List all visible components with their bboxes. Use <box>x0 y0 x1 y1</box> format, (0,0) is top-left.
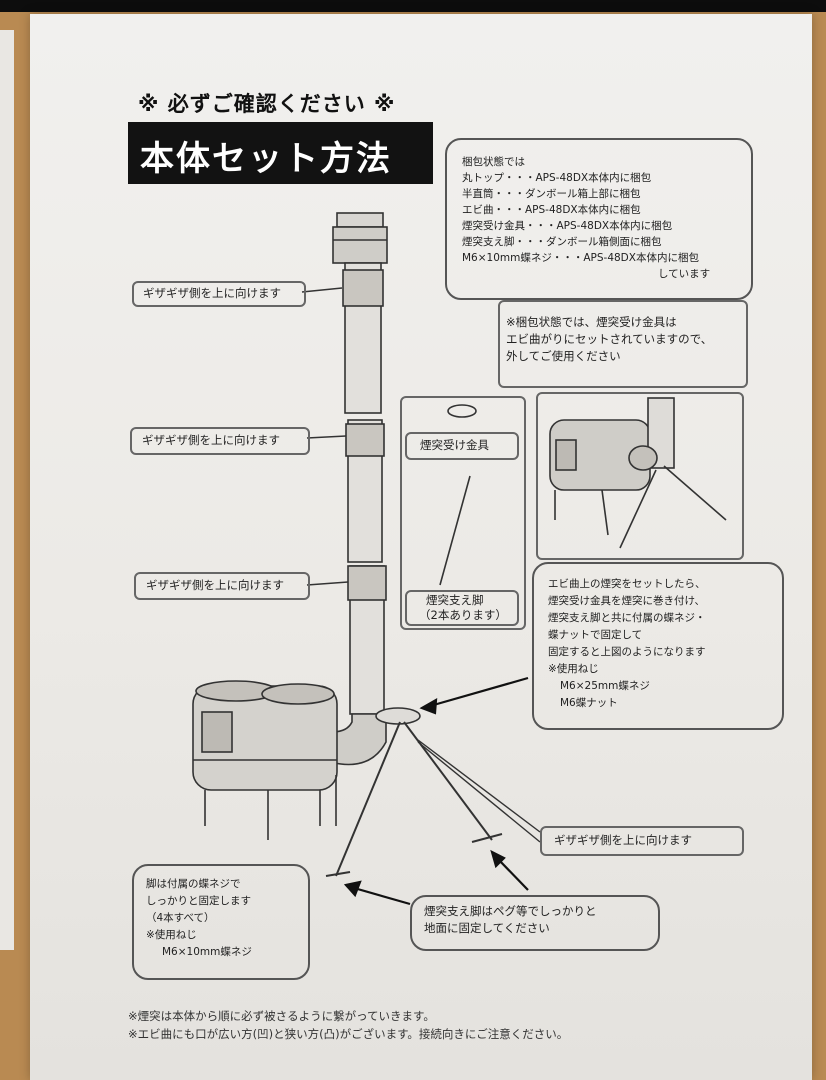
assembled-photo-panel <box>536 392 744 560</box>
legs-note-box <box>132 864 310 980</box>
jagged-callout-1-box <box>132 281 306 307</box>
packing-note-text: 梱包状態では 丸トップ・・・APS-48DX本体内に梱包 半直筒・・・ダンボール… <box>462 154 710 282</box>
packing-note-box <box>445 138 753 300</box>
receiver-ring-art <box>447 404 477 418</box>
setup-line: 煙突支え脚と共に付属の蝶ネジ・ <box>548 612 706 624</box>
jagged-callout-4-box <box>540 826 744 856</box>
receiver-label-box <box>405 432 519 460</box>
assembled-mini-stove <box>549 397 727 549</box>
packing-line: しています <box>658 268 711 280</box>
setup-line: 固定すると上図のようになります <box>548 646 706 658</box>
stove-body <box>192 680 338 840</box>
chimney-top-cap <box>332 212 388 264</box>
packing-note2-box <box>498 300 748 388</box>
adjacent-sheet-edge <box>0 30 14 950</box>
leg-count: （2本あります） <box>419 608 507 622</box>
setup-line: 蝶ナットで固定して <box>548 629 643 641</box>
peg-note-text: 煙突支え脚はペグ等でしっかりと 地面に固定してください <box>424 903 597 937</box>
jagged-callout-1: ギザギザ側を上に向けます <box>143 286 281 300</box>
packing-line: M6×10mm蝶ネジ・・・APS-48DX本体内に梱包 <box>462 252 699 264</box>
setup-note-text: エビ曲上の煙突をセットしたら、 煙突受け金具を煙突に巻き付け、 煙突支え脚と共に… <box>548 576 706 712</box>
jagged-collar-1 <box>342 269 384 307</box>
packing-line: 梱包状態では <box>462 156 525 168</box>
jagged-callout-3-box <box>134 572 310 600</box>
packing-line: 煙突支え脚・・・ダンボール箱側面に梱包 <box>462 236 662 248</box>
legs-line: しっかりと固定します <box>146 895 251 907</box>
packing-line: 煙突受け金具・・・APS-48DX本体内に梱包 <box>462 220 673 232</box>
packing-line: エビ曲・・・APS-48DX本体内に梱包 <box>462 204 641 216</box>
leg-label-box <box>405 590 519 626</box>
footer-note-2: ※エビ曲にも口が広い方(凹)と狭い方(凸)がございます。接続向きにご注意ください… <box>128 1027 569 1041</box>
title-banner <box>128 122 433 184</box>
setup-line: M6蝶ナット <box>560 697 618 709</box>
leg-label: 煙突支え脚 <box>426 593 484 607</box>
packing-note2-line: ※梱包状態では、煙突受け金具は <box>506 315 677 329</box>
legs-line: （4本すべて） <box>146 912 215 924</box>
top-dark-strip <box>0 0 826 12</box>
jagged-callout-4: ギザギザ側を上に向けます <box>554 833 692 847</box>
legs-line: M6×10mm蝶ネジ <box>162 946 252 958</box>
setup-line: エビ曲上の煙突をセットしたら、 <box>548 578 706 590</box>
parts-panel <box>400 396 526 630</box>
packing-note2-line: 外してご使用ください <box>506 349 621 363</box>
footer-note-1: ※煙突は本体から順に必ず被さるように繋がっていきます。 <box>128 1009 435 1023</box>
legs-note-text: 脚は付属の蝶ネジで しっかりと固定します （4本すべて） ※使用ねじ M6×10… <box>146 876 252 961</box>
peg-line: 地面に固定してください <box>424 921 550 935</box>
support-leg-art <box>439 475 471 586</box>
packing-note2-text: ※梱包状態では、煙突受け金具は エビ曲がりにセットされていますので、 外してご使… <box>506 314 712 365</box>
jagged-collar-2 <box>345 423 385 457</box>
receiver-label: 煙突受け金具 <box>420 438 489 452</box>
setup-line: 煙突受け金具を煙突に巻き付け、 <box>548 595 705 607</box>
jagged-callout-3: ギザギザ側を上に向けます <box>146 578 284 592</box>
legs-line: 脚は付属の蝶ネジで <box>146 878 241 890</box>
jagged-collar-3 <box>347 565 387 601</box>
check-notice: ※ 必ずご確認ください ※ <box>138 92 396 116</box>
setup-note-box <box>532 562 784 730</box>
setup-line: M6×25mm蝶ネジ <box>560 680 650 692</box>
packing-line: 丸トップ・・・APS-48DX本体内に梱包 <box>462 172 652 184</box>
jagged-callout-2: ギザギザ側を上に向けます <box>142 433 280 447</box>
peg-line: 煙突支え脚はペグ等でしっかりと <box>424 904 597 918</box>
jagged-callout-2-box <box>130 427 310 455</box>
legs-line: ※使用ねじ <box>146 929 197 941</box>
page-title: 本体セット方法 <box>140 139 392 179</box>
setup-line: ※使用ねじ <box>548 663 599 675</box>
packing-note2-line: エビ曲がりにセットされていますので、 <box>506 332 713 346</box>
peg-note-box <box>410 895 660 951</box>
packing-line: 半直筒・・・ダンボール箱上部に梱包 <box>462 188 641 200</box>
